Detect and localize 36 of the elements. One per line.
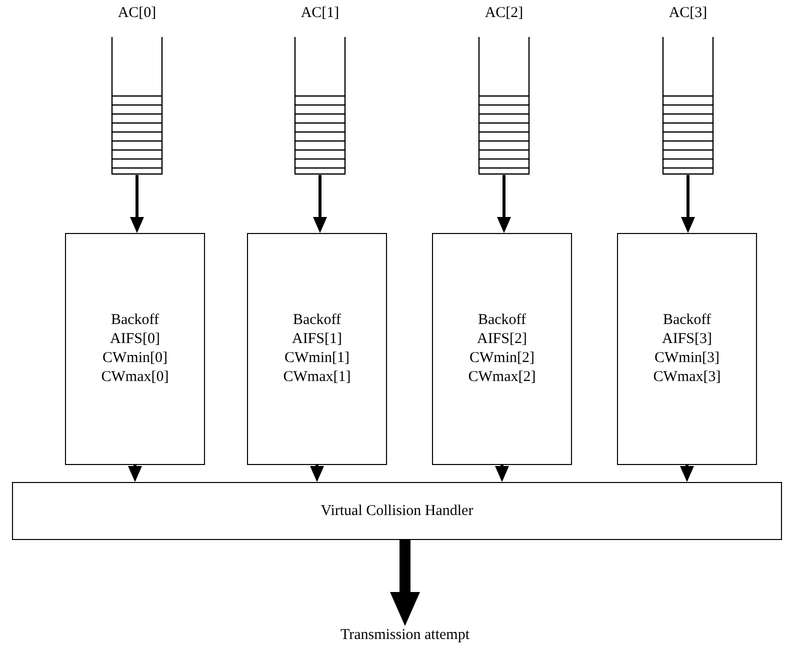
handler-box <box>12 482 782 540</box>
queue-label: AC[3] <box>668 4 708 23</box>
box-text: CWmin[1] <box>284 349 350 368</box>
backoff-box <box>65 233 205 465</box>
arrow <box>680 465 694 482</box>
box-text: Backoff <box>292 311 342 330</box>
box-text: CWmax[3] <box>653 368 721 387</box>
arrow <box>390 540 420 626</box>
box-text: CWmax[1] <box>283 368 351 387</box>
arrow <box>681 175 695 233</box>
box-text: Backoff <box>662 311 712 330</box>
box-text: AIFS[1] <box>292 330 342 349</box>
box-text: CWmax[2] <box>468 368 536 387</box>
queue-label: AC[2] <box>484 4 524 23</box>
arrow <box>128 465 142 482</box>
box-text: AIFS[2] <box>476 330 527 349</box>
box-text: CWmin[2] <box>470 349 534 368</box>
box-text: Backoff <box>478 311 526 330</box>
arrow <box>495 465 509 482</box>
arrow <box>310 465 324 482</box>
box-text: AIFS[3] <box>662 330 712 349</box>
box-text: CWmin[3] <box>654 349 720 368</box>
arrow <box>313 175 327 233</box>
queue-label: AC[1] <box>300 4 340 23</box>
arrow <box>497 175 511 233</box>
box-text: CWmax[0] <box>101 368 169 387</box>
box-text: Backoff <box>110 311 160 330</box>
box-text: CWmin[0] <box>102 349 168 368</box>
box-text: Virtual Collision Handler <box>320 502 474 520</box>
backoff-box <box>247 233 387 465</box>
output-label: Transmission attempt <box>339 626 471 645</box>
backoff-box <box>432 233 572 465</box>
box-text: AIFS[0] <box>110 330 160 349</box>
queue-label: AC[0] <box>116 4 158 23</box>
backoff-box <box>617 233 757 465</box>
arrow <box>130 175 144 233</box>
